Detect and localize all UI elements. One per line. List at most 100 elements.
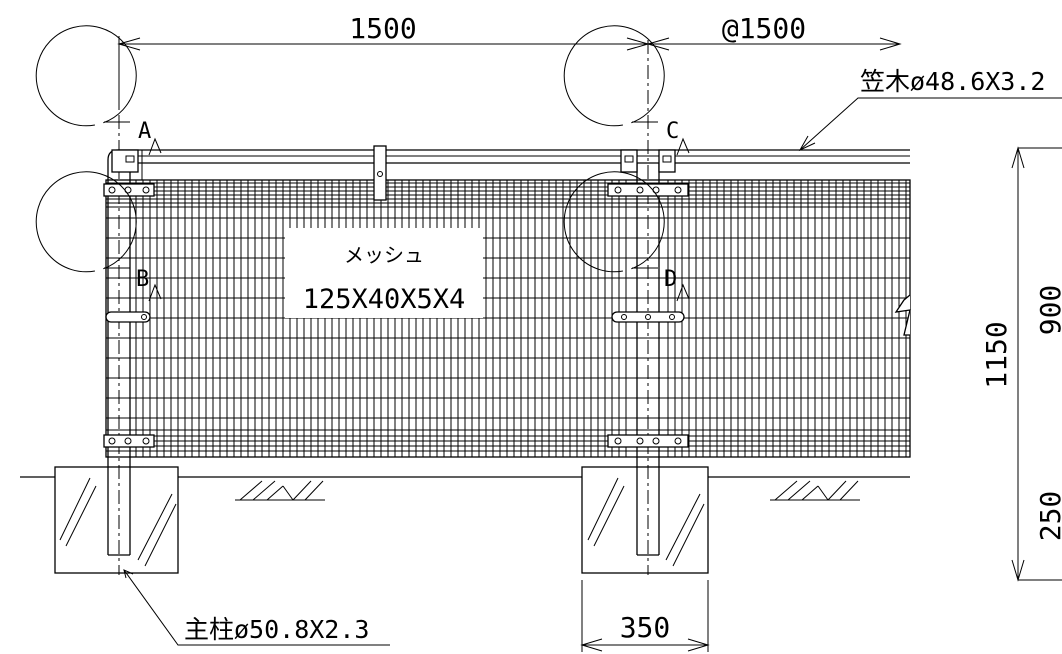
arrow-head — [580, 638, 603, 652]
clamp-bolt — [674, 437, 682, 445]
foundation-center — [581, 466, 709, 574]
leader-line — [799, 97, 1062, 151]
dimension-heights: 1150 900 250 — [980, 146, 1062, 582]
foundation-hatch — [65, 485, 97, 547]
earth-hatch-stroke — [801, 485, 819, 501]
detail-label-b: B — [136, 267, 149, 292]
pitch-dimension-text: @1500 — [722, 12, 806, 45]
dimension-foundation-width: 350 — [580, 580, 710, 652]
earth-hatch-stroke — [266, 485, 284, 501]
top-rail-lower-line — [115, 162, 910, 167]
arrow-head — [1011, 559, 1025, 582]
foundation-hatch — [665, 493, 701, 561]
clamp-bolt — [142, 437, 150, 445]
earth-hatch — [235, 480, 325, 501]
mesh-horizontal-wires — [106, 182, 910, 452]
band-bolt-center — [645, 314, 651, 320]
mesh-spec-text: 125X40X5X4 — [303, 284, 466, 315]
foundation-hatch — [593, 485, 625, 547]
band-bolt-right — [669, 314, 675, 320]
clamp-bolt — [652, 437, 660, 445]
foundation-hatch — [144, 503, 177, 567]
detail-callouts — [35, 25, 690, 302]
foundation-left — [54, 466, 179, 574]
arrow-head — [687, 638, 710, 652]
clamp-bolt — [674, 186, 682, 194]
center-post — [636, 40, 660, 575]
detail-label-d: D — [664, 267, 677, 292]
callout-arrow — [676, 137, 690, 156]
mesh-clamp — [607, 434, 689, 448]
detail-callout — [35, 25, 162, 156]
arrow-head — [879, 37, 902, 51]
clamp-bolt — [108, 437, 116, 445]
post-leader: 主柱ø50.8X2.3 — [123, 569, 390, 646]
clamp-bolt — [636, 186, 644, 194]
fitting-b-band — [105, 311, 151, 323]
callout-arrow — [676, 283, 690, 302]
total-height-text: 1150 — [980, 321, 1013, 388]
rail-joint-bolt — [377, 171, 383, 177]
arrow-head — [646, 37, 670, 51]
detail-callout — [35, 171, 162, 302]
callout-arc — [35, 25, 137, 127]
clamp-bolt — [636, 437, 644, 445]
fitting-c-rail-clamp — [620, 149, 676, 173]
mesh-name-text: メッシュ — [344, 243, 424, 267]
foundation-hatch — [587, 477, 619, 541]
callout-arc — [563, 171, 665, 273]
clamp-body-left — [620, 149, 638, 173]
callout-arrow — [148, 283, 162, 302]
clamp-bolt — [142, 186, 150, 194]
mesh-height-text: 900 — [1034, 285, 1062, 336]
ground — [20, 476, 910, 501]
clamp-bolt — [614, 186, 622, 194]
rail-spec-label: 笠木ø48.6X3.2 — [860, 67, 1045, 96]
foundation-height-text: 250 — [1034, 491, 1062, 542]
foundation-hatch — [672, 503, 705, 567]
mesh-label: メッシュ 125X40X5X4 — [285, 228, 483, 318]
callout-arrow — [148, 137, 162, 156]
clamp-bolt — [108, 186, 116, 194]
band-clamp — [105, 311, 151, 323]
mesh-clamp — [103, 434, 155, 448]
earth-hatch-stroke — [252, 480, 276, 501]
foundation-outline — [581, 466, 709, 574]
earth-hatch-stroke — [292, 480, 312, 501]
band-bolt-left — [621, 314, 627, 320]
break-line — [894, 294, 911, 336]
clamp-bracket — [103, 183, 155, 197]
clamp-bolt — [124, 437, 132, 445]
rail-joint — [373, 145, 387, 201]
top-rail-upper-line — [107, 149, 910, 161]
earth-hatch-stroke — [239, 480, 263, 501]
mesh-clamp — [607, 183, 689, 197]
clamp-plate-left — [624, 155, 634, 163]
mesh-clamp-fittings — [103, 183, 689, 448]
leader-arrow — [798, 135, 816, 152]
earth-hatch-stroke — [839, 480, 859, 501]
post-spec-label: 主柱ø50.8X2.3 — [184, 615, 369, 644]
callout-arc — [563, 25, 665, 127]
earth-hatch-stroke — [774, 480, 798, 501]
arrow-head — [1011, 146, 1025, 169]
earth-hatch-stroke — [827, 480, 847, 501]
clamp-plate — [125, 155, 135, 163]
foundation-outline — [54, 466, 179, 574]
leader-line — [123, 569, 390, 646]
earth-hatch-stroke — [787, 480, 811, 501]
clamp-bolt — [614, 437, 622, 445]
clamp-bracket — [103, 434, 155, 448]
foundation-hatch — [137, 493, 173, 561]
band-clamp — [611, 311, 685, 323]
clamp-bracket — [607, 434, 689, 448]
foundation-hatch — [59, 477, 91, 541]
earth-hatch — [770, 480, 860, 501]
rail-leader: 笠木ø48.6X3.2 — [798, 67, 1062, 152]
mesh-panel — [105, 179, 911, 458]
detail-label-c: C — [666, 119, 679, 144]
clamp-bracket — [607, 183, 689, 197]
band-bolt — [141, 314, 147, 320]
earth-hatch-stroke — [282, 485, 294, 501]
